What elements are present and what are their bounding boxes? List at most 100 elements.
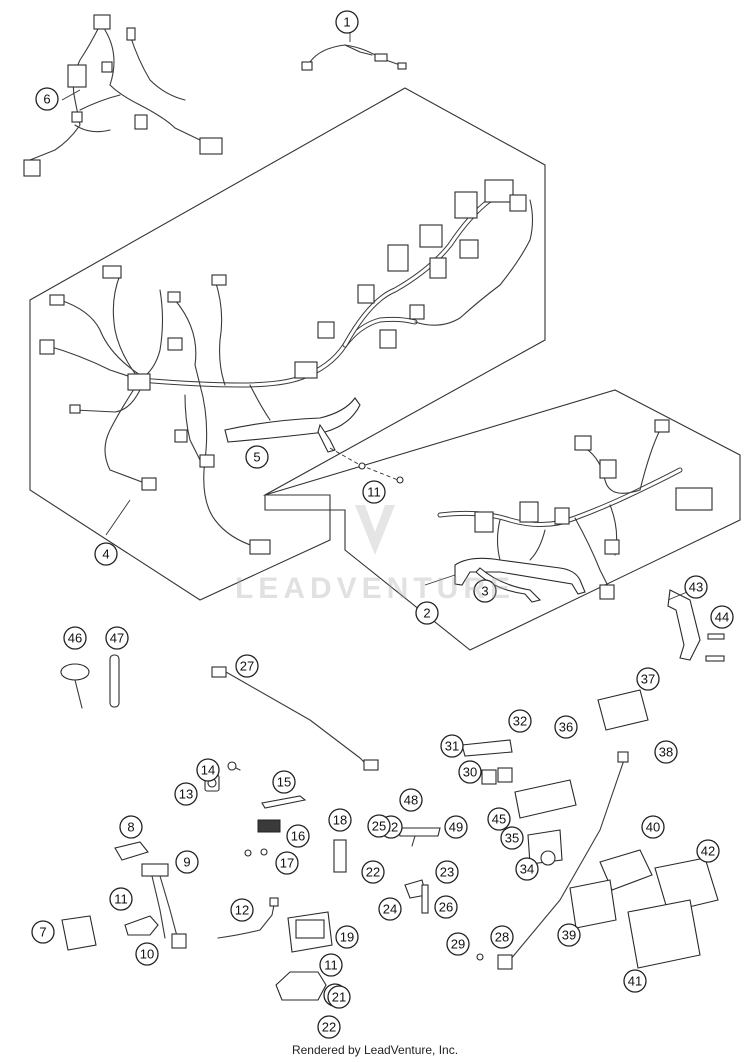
callout-13[interactable]: 13: [174, 782, 198, 806]
part-5-harness-cover: [224, 397, 404, 484]
callout-42[interactable]: 42: [696, 839, 720, 863]
callout-14[interactable]: 14: [196, 758, 220, 782]
callout-45[interactable]: 45: [487, 807, 511, 831]
svg-text:19: 19: [340, 930, 354, 945]
callout-11c[interactable]: 11: [319, 953, 343, 977]
callout-41[interactable]: 41: [623, 969, 647, 993]
callout-19[interactable]: 19: [335, 925, 359, 949]
callout-32[interactable]: 32: [508, 709, 532, 733]
callout-1[interactable]: 1: [335, 10, 359, 34]
part-8-connector: [114, 841, 149, 861]
callout-3[interactable]: 3: [473, 579, 497, 603]
part-15-clip: [261, 795, 307, 809]
part-16-connector: [257, 819, 281, 833]
part-14-sensor: [227, 761, 241, 771]
callout-31[interactable]: 31: [440, 734, 464, 758]
svg-text:3: 3: [481, 584, 488, 599]
callout-11b[interactable]: 11: [109, 887, 133, 911]
svg-text:15: 15: [277, 775, 291, 790]
callout-44[interactable]: 44: [710, 605, 734, 629]
callout-16[interactable]: 16: [286, 824, 310, 848]
svg-text:13: 13: [179, 787, 193, 802]
callout-10[interactable]: 10: [135, 942, 159, 966]
part-30-31-relays: [461, 739, 513, 785]
callout-47[interactable]: 47: [105, 626, 129, 650]
credit-text: Rendered by LeadVenture, Inc.: [291, 1043, 459, 1057]
svg-text:14: 14: [201, 763, 215, 778]
callout-21[interactable]: 21: [327, 985, 351, 1009]
callout-46[interactable]: 46: [63, 626, 87, 650]
callout-8[interactable]: 8: [119, 815, 143, 839]
svg-text:29: 29: [451, 937, 465, 952]
callout-27[interactable]: 27: [235, 654, 259, 678]
callout-30[interactable]: 30: [458, 760, 482, 784]
svg-text:9: 9: [183, 855, 190, 870]
callout-4[interactable]: 4: [94, 542, 118, 566]
svg-text:26: 26: [439, 900, 453, 915]
callout-7[interactable]: 7: [31, 920, 55, 944]
svg-text:49: 49: [449, 820, 463, 835]
part-46-cable-tie: [60, 663, 90, 709]
callout-26[interactable]: 26: [434, 895, 458, 919]
part-6-harness: [23, 14, 223, 177]
callout-18[interactable]: 18: [328, 808, 352, 832]
part-25-bracket: [397, 827, 441, 847]
svg-text:11: 11: [367, 485, 381, 500]
part-44-screws: [705, 633, 725, 662]
part-2-sub-harness: [437, 419, 713, 600]
svg-text:8: 8: [127, 820, 134, 835]
callout-39[interactable]: 39: [557, 923, 581, 947]
callout-40[interactable]: 40: [641, 815, 665, 839]
svg-text:45: 45: [492, 812, 506, 827]
svg-text:21: 21: [332, 990, 346, 1005]
callout-6[interactable]: 6: [35, 87, 59, 111]
callout-11[interactable]: 11: [362, 480, 386, 504]
svg-text:43: 43: [689, 580, 703, 595]
svg-text:38: 38: [659, 745, 673, 760]
svg-text:17: 17: [280, 856, 294, 871]
part-10-bracket: [124, 915, 159, 936]
callout-34[interactable]: 34: [515, 857, 539, 881]
callout-22c[interactable]: 22: [317, 1015, 341, 1039]
part-17-screws: [244, 848, 268, 857]
svg-text:34: 34: [520, 862, 534, 877]
callout-12[interactable]: 12: [230, 898, 254, 922]
callout-49[interactable]: 49: [444, 815, 468, 839]
callout-9[interactable]: 9: [175, 850, 199, 874]
part-37-ecu: [597, 689, 649, 731]
part-12-cable: [217, 897, 279, 939]
callout-5[interactable]: 5: [245, 445, 269, 469]
callout-25[interactable]: 25: [367, 814, 391, 838]
svg-text:12: 12: [235, 903, 249, 918]
svg-text:47: 47: [110, 631, 124, 646]
svg-text:23: 23: [440, 865, 454, 880]
svg-text:7: 7: [39, 925, 46, 940]
callout-22b[interactable]: 22: [361, 860, 385, 884]
svg-text:36: 36: [559, 720, 573, 735]
callout-24[interactable]: 24: [378, 897, 402, 921]
callout-2[interactable]: 2: [415, 601, 439, 625]
svg-text:22: 22: [366, 865, 380, 880]
callout-35[interactable]: 35: [500, 826, 524, 850]
svg-text:22: 22: [322, 1020, 336, 1035]
callout-36[interactable]: 36: [554, 715, 578, 739]
part-29-screw: [476, 953, 484, 961]
svg-text:30: 30: [463, 765, 477, 780]
svg-text:35: 35: [505, 831, 519, 846]
svg-text:37: 37: [641, 672, 655, 687]
callout-17[interactable]: 17: [275, 851, 299, 875]
callout-29[interactable]: 29: [446, 932, 470, 956]
callout-28[interactable]: 28: [490, 925, 514, 949]
callout-38[interactable]: 38: [654, 740, 678, 764]
svg-text:39: 39: [562, 928, 576, 943]
svg-text:4: 4: [102, 547, 109, 562]
callout-48[interactable]: 48: [399, 788, 423, 812]
part-39-module: [569, 879, 617, 929]
callout-15[interactable]: 15: [272, 770, 296, 794]
callout-37[interactable]: 37: [636, 667, 660, 691]
svg-text:44: 44: [715, 610, 729, 625]
callout-23[interactable]: 23: [435, 860, 459, 884]
callout-43[interactable]: 43: [684, 575, 708, 599]
svg-text:24: 24: [383, 902, 397, 917]
